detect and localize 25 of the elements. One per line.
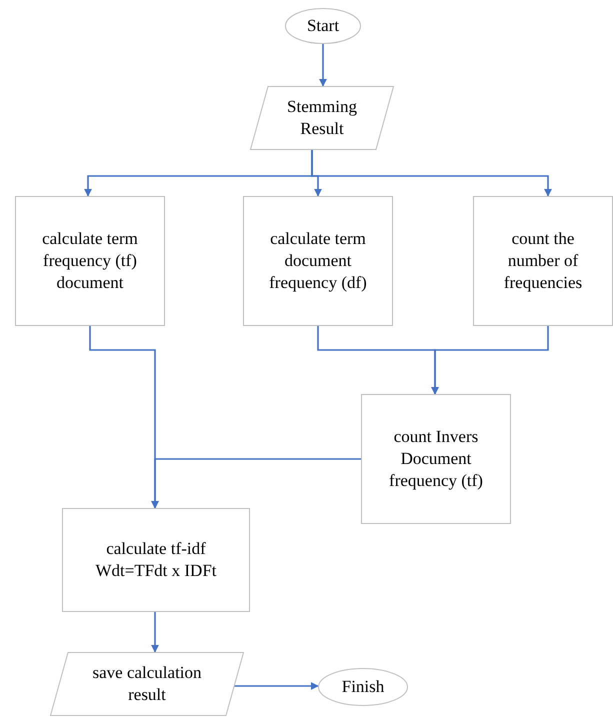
node-label: calculate term frequency (tf) document (41, 228, 139, 294)
node-label: count Invers Document frequency (tf) (388, 426, 484, 492)
process-box (243, 196, 393, 326)
start-terminal (285, 8, 361, 44)
end-terminal (318, 668, 408, 706)
arrow (319, 44, 327, 87)
arrow (431, 326, 549, 395)
process-box (473, 196, 613, 326)
node-label: calculate term document frequency (df) (268, 228, 368, 294)
arrow (151, 612, 159, 653)
arrow (151, 458, 361, 509)
process-box (62, 508, 250, 612)
input-output-parallelogram (50, 652, 244, 716)
node-label: Finish (342, 676, 384, 698)
process-box (361, 394, 511, 524)
node-label: Start (306, 14, 340, 37)
input-output-parallelogram (250, 86, 394, 150)
node-label: count the number of frequencies (502, 228, 584, 294)
node-label: calculate tf-idf (106, 538, 206, 560)
process-box (15, 196, 165, 326)
node-label: Wdt=TFdt x IDFt (95, 560, 217, 582)
node-label: Stemming Result (286, 96, 358, 140)
arrow (232, 682, 319, 690)
arrow (311, 150, 552, 197)
node-label: save calculation result (91, 662, 203, 706)
